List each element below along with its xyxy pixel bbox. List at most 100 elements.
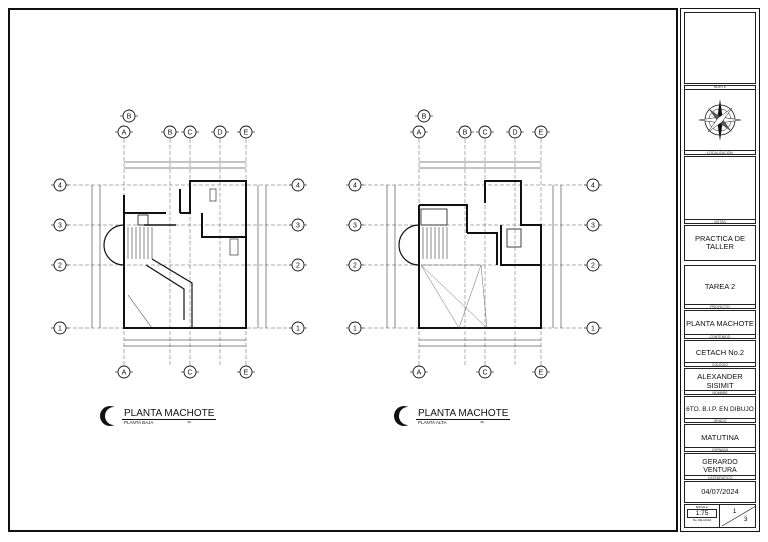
north-compass-icon	[698, 99, 742, 141]
axis-bubble-left-label: 2	[353, 263, 357, 270]
void-diagonal	[458, 264, 482, 329]
axis-bubble-right-label: 1	[296, 326, 300, 333]
bathroom-fixture	[506, 228, 522, 248]
plan-subtitle: PLANTA ALTA	[418, 419, 447, 425]
school-label: COLEGIO	[685, 362, 755, 367]
title-block: NORTE LOCALIZACION NOTAS PRACTICA DE TAL…	[680, 8, 760, 532]
axis-bubble-left-label: 1	[353, 326, 357, 333]
sheet-number: 1	[733, 509, 737, 515]
tb-teacher: GERARDO VENTURA CATEDRATICO	[684, 453, 756, 480]
axis-bubble-top-label: B	[463, 130, 468, 137]
title-symbol-icon	[394, 406, 416, 426]
axis-bubble-b-label: B	[127, 114, 132, 121]
axis-bubble-right-label: 4	[591, 183, 595, 190]
scale-cell: ESCALA 1:75 No. DE HOJA	[685, 505, 720, 527]
north-label: NORTE	[685, 85, 755, 90]
plan-subtitle: PLANTA BAJA	[124, 419, 154, 425]
plan-scale: sc.	[187, 419, 192, 424]
student-label: NOMBRE	[685, 390, 755, 395]
interior-wall	[201, 213, 246, 238]
ramp-wall	[151, 258, 193, 328]
sheet-total: 3	[744, 517, 748, 523]
tb-task: TAREA 2 PROYECTO	[684, 265, 756, 309]
axis-bubble-left-label: 2	[58, 263, 62, 270]
task-name: TAREA 2	[704, 281, 736, 291]
plan-scale: sc.	[480, 419, 485, 424]
tb-blank-top	[684, 12, 756, 84]
axis-bubble-left-label: 4	[58, 183, 62, 190]
ramp-wall	[145, 264, 185, 320]
teacher-name: GERARDO VENTURA	[702, 458, 738, 474]
project-name: PLANTA MACHOTE	[686, 319, 754, 329]
axis-bubble-right-label: 3	[591, 223, 595, 230]
tb-date: 04/07/2024	[684, 481, 756, 503]
axis-bubble-right-label: 2	[591, 263, 595, 270]
scale-label: ESCALA	[696, 505, 708, 509]
delivery-date: 04/07/2024	[701, 486, 739, 496]
axis-bubble-bottom-label: E	[244, 370, 249, 377]
axis-bubble-top-label: B	[168, 130, 173, 137]
stair-landing	[103, 224, 125, 266]
plan-title-text: PLANTA MACHOTE	[416, 407, 511, 420]
tb-grade: 6TO. B.I.P. EN DIBUJO GRADO	[684, 396, 756, 423]
axis-bubble-top-label: A	[417, 130, 422, 137]
tb-blank-mid: NOTAS	[684, 156, 756, 224]
axis-bubble-bottom-label: E	[539, 370, 544, 377]
upper-floor-plan: A B C D E B A C E 4 4 3 3 2 2 1 1	[346, 109, 602, 379]
axis-bubble-left-label: 3	[353, 223, 357, 230]
stair-landing	[398, 224, 420, 266]
void-diagonal	[420, 264, 488, 329]
axis-bubble-left-label: 1	[58, 326, 62, 333]
axis-bubble-bottom-label: C	[482, 370, 487, 377]
exterior-wall	[418, 180, 542, 329]
grade-name: 6TO. B.I.P. EN DIBUJO	[686, 405, 754, 413]
axis-bubble-right-label: 2	[296, 263, 300, 270]
plan-title-1: PLANTA MACHOTE PLANTA BAJA sc.	[98, 404, 217, 428]
axis-bubble-top-label: D	[512, 130, 517, 137]
title-symbol-icon	[100, 406, 122, 426]
axis-bubble-bottom-label: A	[417, 370, 422, 377]
kitchen-fixture	[209, 188, 217, 202]
tb-shift: MATUTINA JORNADA	[684, 424, 756, 452]
tb-project: PLANTA MACHOTE CONTENIDO	[684, 310, 756, 339]
axis-bubble-top-label: C	[482, 130, 487, 137]
interior-wall	[467, 232, 498, 265]
axis-bubble-left-label: 4	[353, 183, 357, 190]
shift-label: JORNADA	[685, 447, 755, 452]
exterior-wall	[123, 180, 247, 329]
plan-title-2: PLANTA MACHOTE PLANTA ALTA sc.	[392, 404, 511, 428]
axis-bubble-top-label: A	[122, 130, 127, 137]
interior-wall	[500, 225, 541, 266]
grade-label: GRADO	[685, 418, 755, 423]
axis-bubble-right-label: 4	[296, 183, 300, 190]
kitchen-counter	[229, 238, 239, 256]
axis-bubble-bottom-label: C	[187, 370, 192, 377]
door-swing	[127, 294, 153, 329]
student-name: ALEXANDER SISIMIT	[697, 372, 743, 390]
interior-wall	[419, 204, 468, 233]
axis-bubble-b-label: B	[422, 114, 427, 121]
sheet-label: No. DE HOJA	[692, 518, 712, 522]
school-name: CETACH No.2	[695, 348, 745, 358]
location-label: LOCALIZACION	[685, 150, 755, 155]
tb-school: CETACH No.2 COLEGIO	[684, 340, 756, 367]
axis-bubble-bottom-label: A	[122, 370, 127, 377]
axis-bubble-top-label: E	[539, 130, 544, 137]
course-name: PRACTICA DE TALLER	[694, 233, 745, 251]
scale-value: 1:75	[687, 509, 717, 518]
axis-bubble-right-label: 1	[591, 326, 595, 333]
bathroom-fixture	[420, 208, 448, 226]
axis-bubble-top-label: D	[217, 130, 222, 137]
axis-bubble-right-label: 3	[296, 223, 300, 230]
teacher-label: CATEDRATICO	[685, 475, 755, 480]
toilet-fixture	[137, 214, 149, 226]
project-label: PROYECTO	[685, 304, 755, 309]
tb-course: PRACTICA DE TALLER	[684, 225, 756, 261]
tb-scale-sheet: ESCALA 1:75 No. DE HOJA 1 3	[684, 504, 757, 528]
shift-name: MATUTINA	[701, 432, 739, 442]
axis-bubble-top-label: C	[187, 130, 192, 137]
plan-title-text: PLANTA MACHOTE	[122, 407, 217, 420]
notes-label: NOTAS	[685, 219, 755, 224]
